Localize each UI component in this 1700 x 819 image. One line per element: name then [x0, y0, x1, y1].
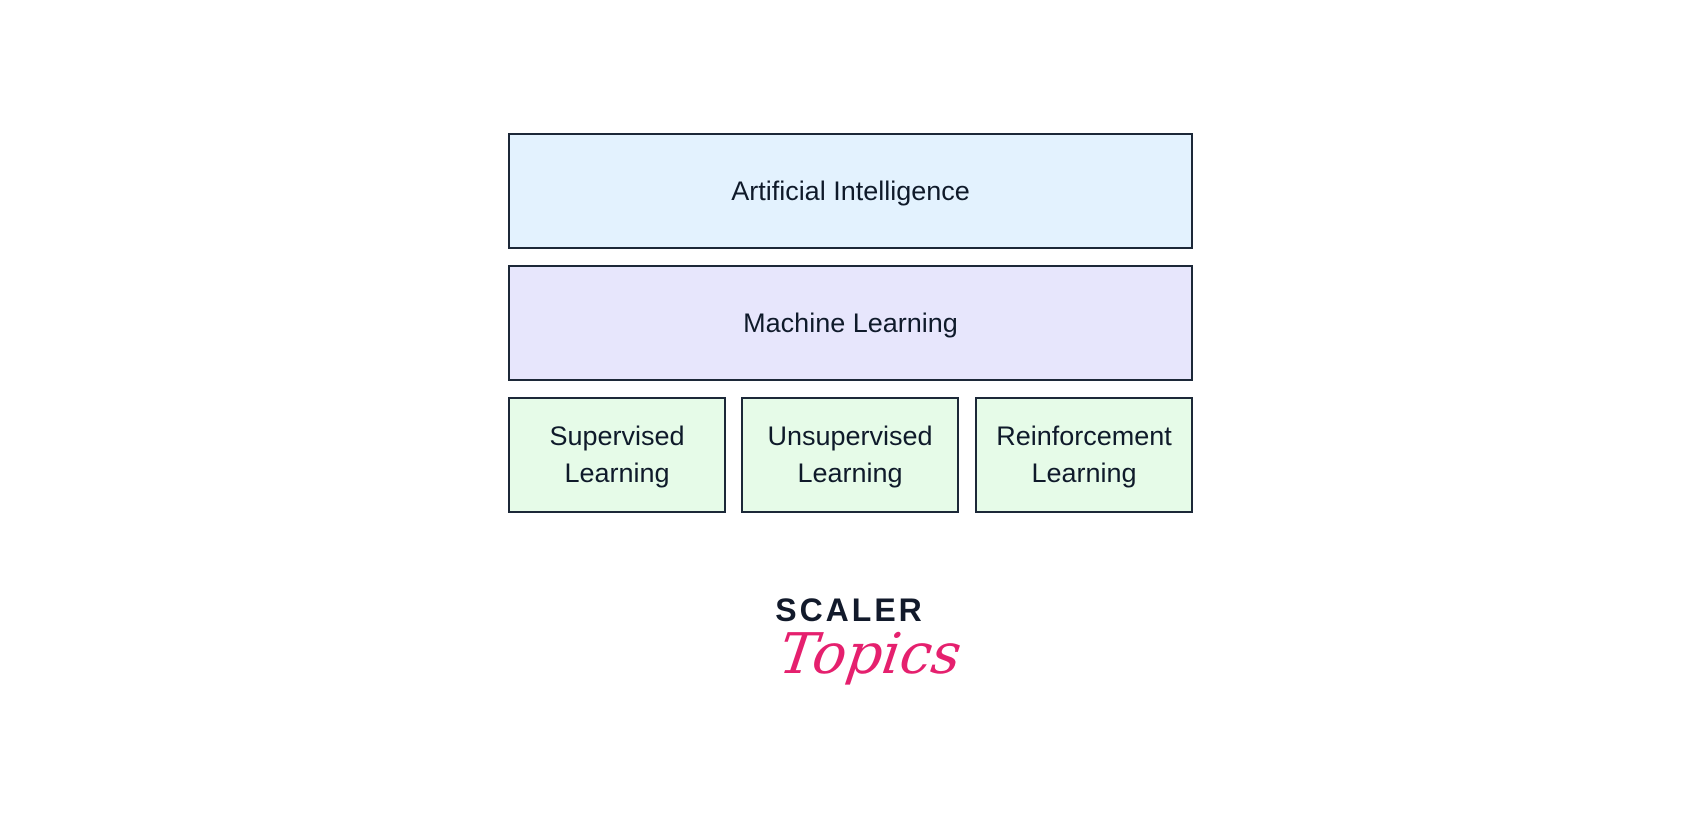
machine-learning-box: Machine Learning [508, 265, 1193, 381]
reinforcement-learning-box: Reinforcement Learning [975, 397, 1193, 513]
unsupervised-learning-box: Unsupervised Learning [741, 397, 959, 513]
supervised-learning-box: Supervised Learning [508, 397, 726, 513]
artificial-intelligence-label: Artificial Intelligence [731, 175, 970, 206]
scaler-topics-logo: SCALER Topics [770, 592, 965, 722]
logo-topics-text: Topics [775, 622, 966, 687]
reinforcement-learning-label: Reinforcement Learning [996, 421, 1172, 488]
machine-learning-label: Machine Learning [743, 307, 958, 338]
supervised-learning-label: Supervised Learning [549, 421, 685, 488]
logo-scaler-text: SCALER [775, 592, 925, 628]
unsupervised-learning-label: Unsupervised Learning [767, 421, 933, 488]
artificial-intelligence-box: Artificial Intelligence [508, 133, 1193, 249]
